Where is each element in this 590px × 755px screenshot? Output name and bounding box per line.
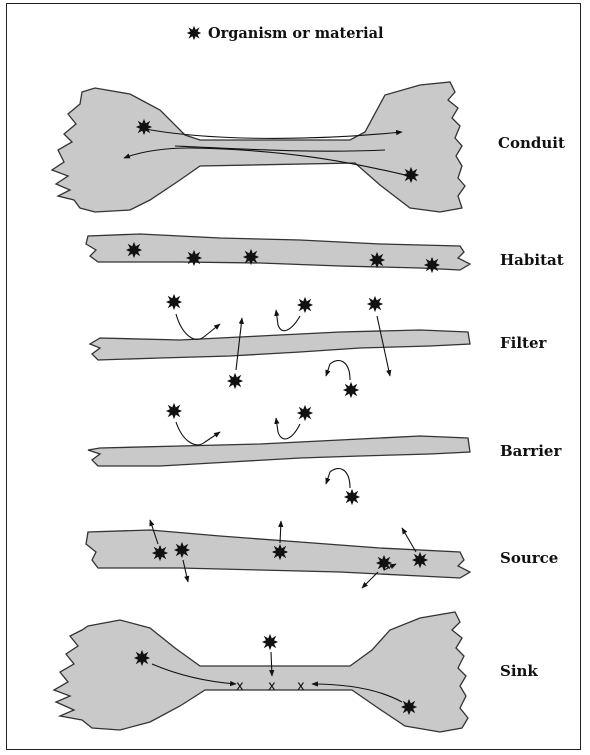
row-barrier: Barrier: [88, 403, 562, 505]
organism-icon: [227, 373, 243, 389]
organism-icon: [134, 650, 150, 666]
organism-icon: [297, 405, 313, 421]
organism-icon: [297, 297, 313, 313]
row-label-source: Source: [500, 549, 558, 567]
row-source: Source: [86, 520, 558, 588]
barrier-shape: [88, 436, 470, 466]
organism-icon: [367, 296, 383, 312]
conduit-shape: [52, 82, 465, 212]
organism-icon: [344, 489, 360, 505]
legend: Organism or material: [187, 25, 384, 42]
habitat-shape: [86, 234, 470, 270]
sink-shape: [54, 612, 468, 732]
organism-icon: [376, 555, 392, 571]
row-label-sink: Sink: [500, 662, 538, 680]
organism-icon: [369, 252, 385, 268]
organism-icon: [166, 294, 182, 310]
organism-icon: [403, 167, 419, 183]
row-label-filter: Filter: [500, 334, 548, 352]
row-label-barrier: Barrier: [500, 442, 562, 460]
row-sink: x x x Sink: [54, 612, 538, 732]
row-label-habitat: Habitat: [500, 251, 564, 269]
organism-icon: [126, 242, 142, 258]
organism-icon: [152, 545, 168, 561]
organism-icon: [243, 249, 259, 265]
row-filter: Filter: [90, 294, 548, 398]
organism-icon: [136, 119, 152, 135]
x-mark: x: [236, 679, 244, 694]
organism-icon: [187, 26, 201, 40]
x-mark: x: [268, 679, 276, 694]
row-label-conduit: Conduit: [498, 134, 565, 152]
organism-icon: [186, 250, 202, 266]
organism-icon: [424, 257, 440, 273]
organism-icon: [272, 544, 288, 560]
organism-icon: [166, 403, 182, 419]
organism-icon: [262, 634, 278, 650]
organism-icon: [412, 552, 428, 568]
organism-icon: [174, 542, 190, 558]
x-mark: x: [297, 679, 305, 694]
filter-shape: [90, 330, 470, 360]
organism-icon: [343, 382, 359, 398]
row-conduit: Conduit: [52, 82, 565, 212]
organism-icon: [401, 699, 417, 715]
legend-label: Organism or material: [208, 25, 384, 42]
row-habitat: Habitat: [86, 234, 564, 273]
